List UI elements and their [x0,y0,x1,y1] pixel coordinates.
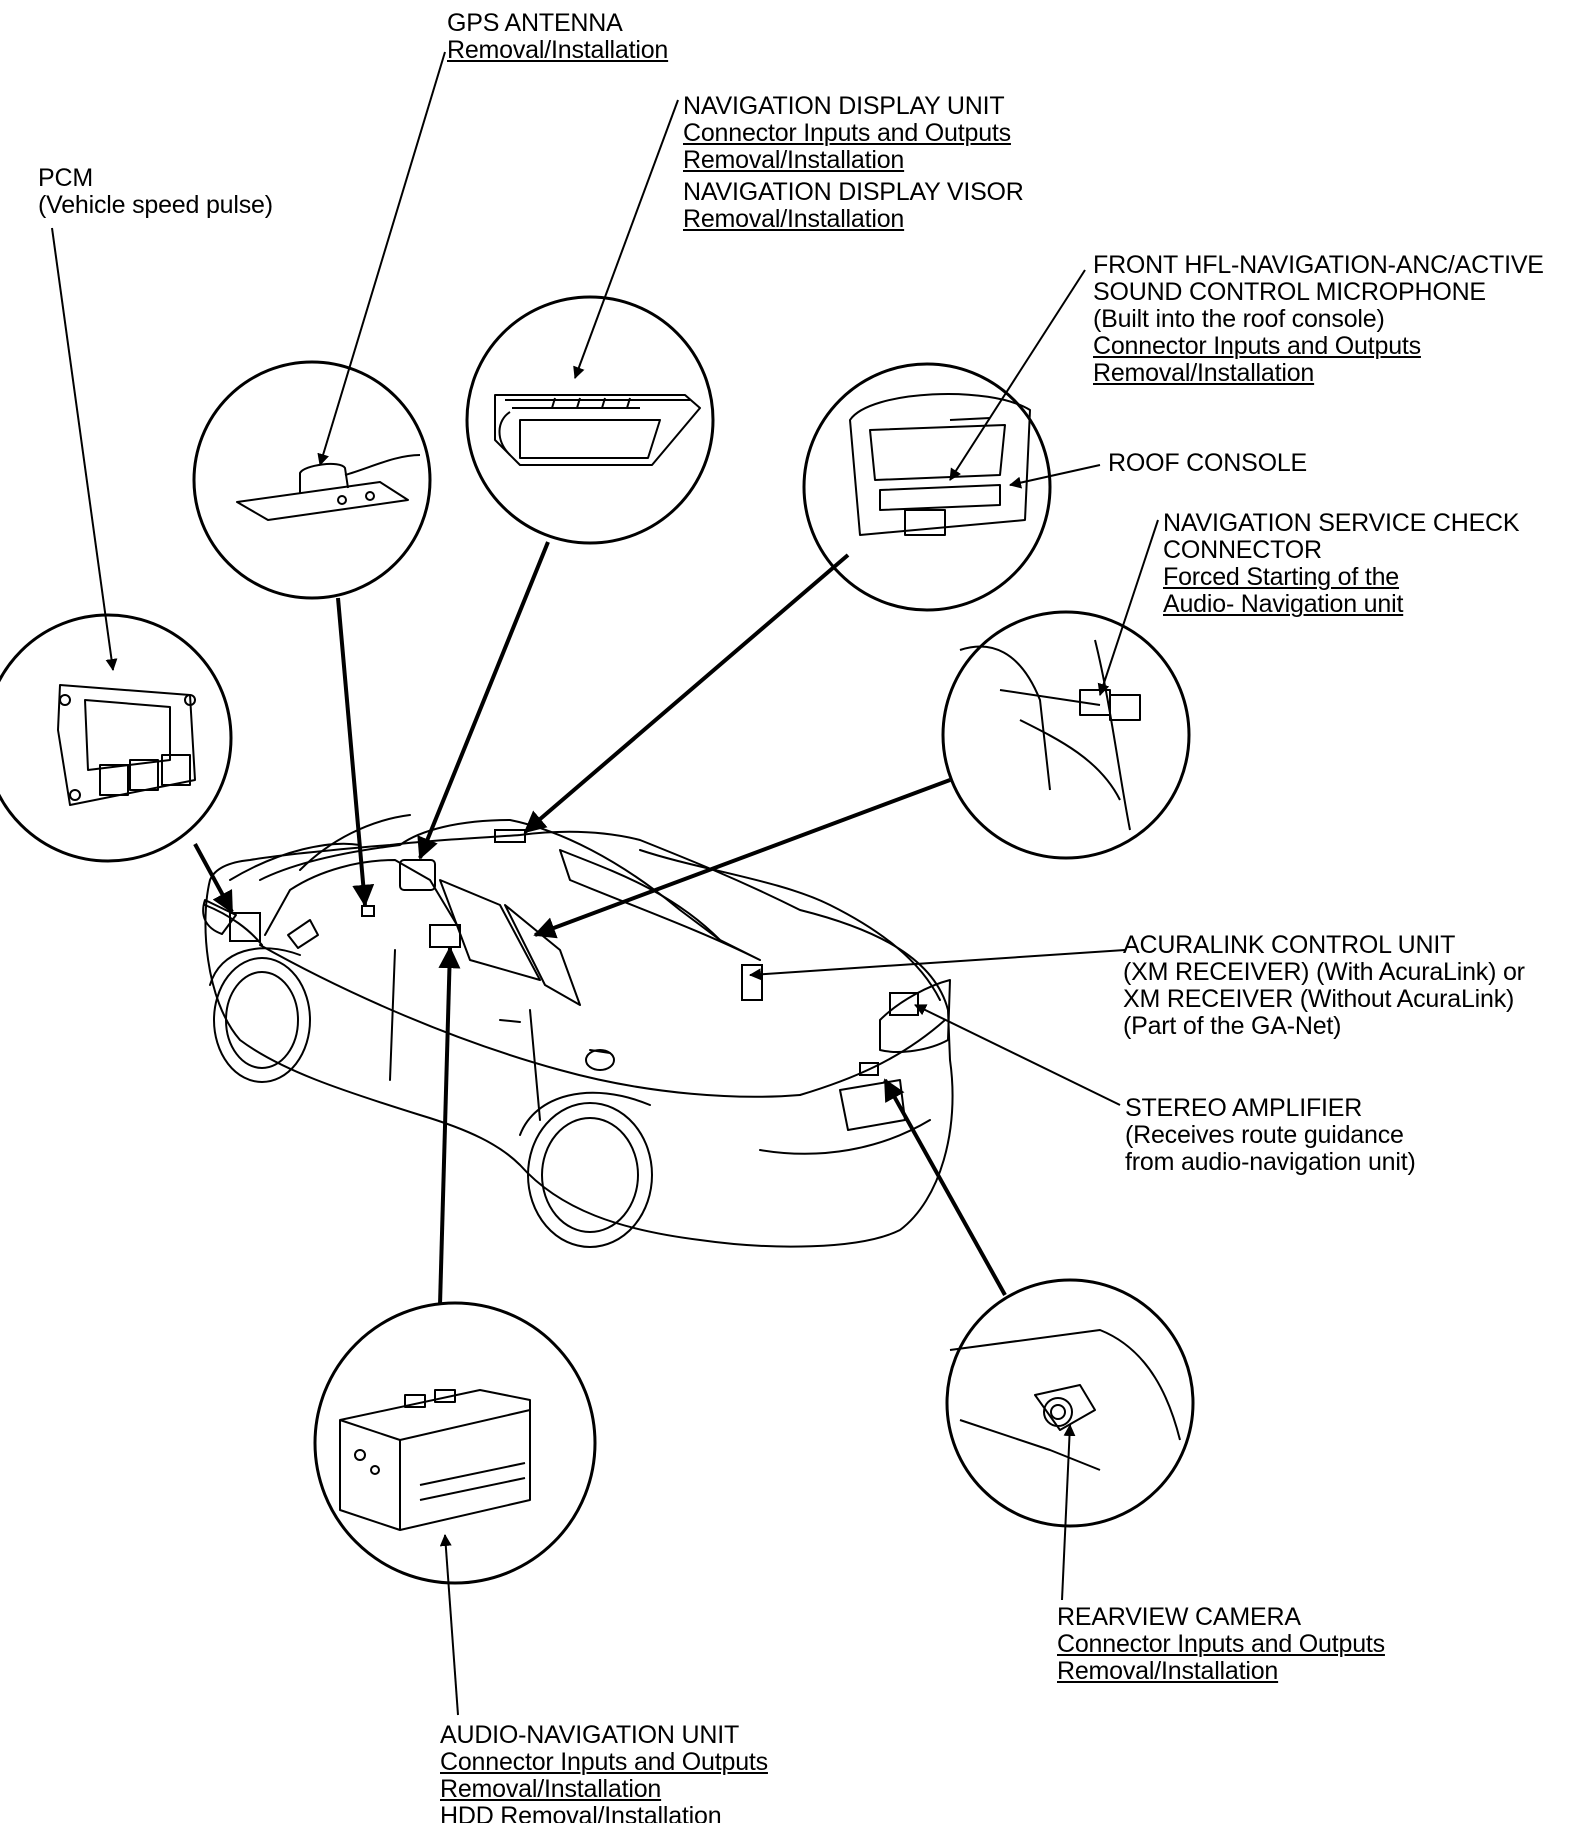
stereo-amp-note-1: (Receives route guidance [1125,1121,1404,1149]
audio-nav-detail [313,1301,597,1585]
nav-display-visor-removal-link[interactable]: Removal/Installation [683,205,905,233]
gps-antenna-removal-link[interactable]: Removal/Installation [447,36,669,64]
acuralink-line-1: ACURALINK CONTROL UNIT [1123,931,1456,959]
audio-nav-removal-link[interactable]: Removal/Installation [440,1775,662,1803]
nav-display-callout: NAVIGATION DISPLAY UNIT Connector Inputs… [683,93,1024,233]
front-mic-title-2: SOUND CONTROL MICROPHONE [1093,278,1486,306]
service-connector-detail [941,610,1191,860]
gps-antenna-detail [192,360,432,600]
roof-console-marker [494,829,526,843]
front-mic-removal-link[interactable]: Removal/Installation [1093,359,1315,387]
acuralink-line-2: (XM RECEIVER) (With AcuraLink) or [1123,958,1525,986]
pcm-callout: PCM (Vehicle speed pulse) [38,165,273,219]
nav-display-connector-link[interactable]: Connector Inputs and Outputs [683,119,1011,147]
audio-nav-hdd-removal-link[interactable]: HDD Removal/Installation [440,1803,722,1823]
detail-circles [0,295,1195,1585]
audio-nav-connector-link[interactable]: Connector Inputs and Outputs [440,1748,768,1776]
front-mic-callout: FRONT HFL-NAVIGATION-ANC/ACTIVE SOUND CO… [1093,252,1544,387]
car-component-markers [229,829,919,1076]
nav-service-callout: NAVIGATION SERVICE CHECK CONNECTOR Force… [1163,509,1520,618]
front-mic-connector-link[interactable]: Connector Inputs and Outputs [1093,332,1421,360]
camera-marker [859,1062,879,1076]
stereo-amp-callout: STEREO AMPLIFIER (Receives route guidanc… [1125,1095,1416,1176]
nav-display-removal-link[interactable]: Removal/Installation [683,146,905,174]
acuralink-line-4: (Part of the GA-Net) [1123,1012,1342,1040]
nav-service-forced-start-link-2[interactable]: Audio- Navigation unit [1163,590,1404,618]
nav-display-marker [399,859,436,891]
pcm-marker [229,912,261,942]
acuralink-callout: ACURALINK CONTROL UNIT (XM RECEIVER) (Wi… [1123,932,1525,1040]
nav-display-visor-title: NAVIGATION DISPLAY VISOR [683,178,1024,206]
front-mic-title-1: FRONT HFL-NAVIGATION-ANC/ACTIVE [1093,251,1544,279]
gps-antenna-callout: GPS ANTENNA Removal/Installation [447,10,668,64]
gps-antenna-title: GPS ANTENNA [447,9,623,37]
gps-marker [361,905,375,917]
rearview-camera-connector-link[interactable]: Connector Inputs and Outputs [1057,1630,1385,1658]
audio-nav-marker [429,924,461,948]
nav-display-title: NAVIGATION DISPLAY UNIT [683,92,1005,120]
acuralink-marker [741,964,763,1001]
detail-illustrations [57,393,1181,1531]
nav-service-title-2: CONNECTOR [1163,536,1322,564]
audio-nav-callout: AUDIO-NAVIGATION UNIT Connector Inputs a… [440,1722,768,1823]
nav-service-title-1: NAVIGATION SERVICE CHECK [1163,509,1520,537]
stereo-amp-marker [889,992,919,1016]
stereo-amp-note-2: from audio-navigation unit) [1125,1148,1416,1176]
pcm-detail [0,613,233,863]
pcm-note: (Vehicle speed pulse) [38,191,273,219]
nav-service-forced-start-link-1[interactable]: Forced Starting of the [1163,563,1400,591]
leader-lines [51,51,1159,1716]
acuralink-line-3: XM RECEIVER (Without AcuraLink) [1123,985,1515,1013]
rearview-camera-callout: REARVIEW CAMERA Connector Inputs and Out… [1057,1604,1385,1685]
car-outline [202,814,954,1248]
stereo-amp-title: STEREO AMPLIFIER [1125,1094,1363,1122]
front-mic-note: (Built into the roof console) [1093,305,1385,333]
roof-console-title: ROOF CONSOLE [1108,449,1308,477]
roof-console-callout: ROOF CONSOLE [1108,450,1307,477]
roof-console-detail [802,362,1052,612]
audio-nav-title: AUDIO-NAVIGATION UNIT [440,1721,740,1749]
rearview-camera-title: REARVIEW CAMERA [1057,1603,1301,1631]
rearview-camera-removal-link[interactable]: Removal/Installation [1057,1657,1279,1685]
pcm-title: PCM [38,164,93,192]
